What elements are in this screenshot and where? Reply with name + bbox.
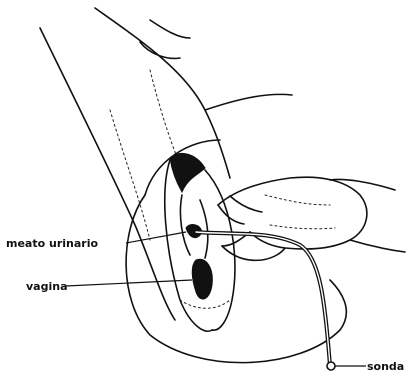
hand-thumb (222, 246, 285, 260)
hand-outline (218, 177, 367, 249)
hair-stipple-1 (150, 70, 180, 165)
vagina-leader-line (66, 280, 192, 286)
meatus-leader-line (126, 232, 186, 243)
drape-outline (126, 195, 346, 363)
clitoral-area (170, 153, 205, 192)
label-meatus: meato urinario (6, 237, 98, 250)
catheter-tube-highlight (196, 232, 330, 366)
leg-bend-outline (205, 94, 292, 110)
catheter-tube (196, 232, 330, 366)
upper-skin-fold (140, 20, 190, 58)
labia-left (165, 160, 212, 331)
label-catheter: sonda (367, 360, 404, 373)
upper-leg-outline (95, 8, 230, 178)
vaginal-opening (192, 259, 212, 299)
perineum-stipple (180, 300, 230, 308)
catheter-tip (327, 362, 335, 370)
label-vagina: vagina (26, 280, 68, 293)
hair-stipple-2 (110, 110, 150, 240)
hand-shading (265, 195, 335, 229)
